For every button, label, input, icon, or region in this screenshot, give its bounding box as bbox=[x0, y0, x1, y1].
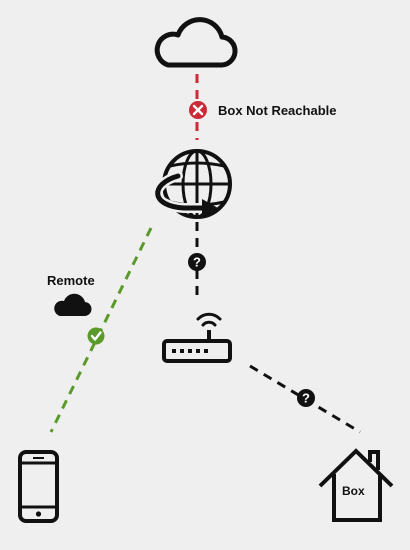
svg-text:?: ? bbox=[302, 391, 310, 406]
question-circle-icon: ? bbox=[188, 253, 206, 271]
cloud-outline-icon bbox=[154, 17, 238, 68]
globe-with-arrow-icon bbox=[152, 149, 232, 219]
smartphone-icon bbox=[18, 450, 59, 523]
box-label: Box bbox=[342, 484, 365, 498]
house-icon bbox=[318, 448, 394, 522]
wifi-router-icon bbox=[162, 312, 232, 363]
question-circle-icon: ? bbox=[297, 389, 315, 407]
remote-label: Remote bbox=[47, 273, 95, 288]
check-circle-icon bbox=[87, 327, 105, 345]
status-label: Box Not Reachable bbox=[218, 103, 337, 118]
cloud-filled-icon bbox=[54, 293, 92, 317]
svg-text:?: ? bbox=[193, 255, 201, 270]
x-circle-icon bbox=[189, 101, 207, 119]
